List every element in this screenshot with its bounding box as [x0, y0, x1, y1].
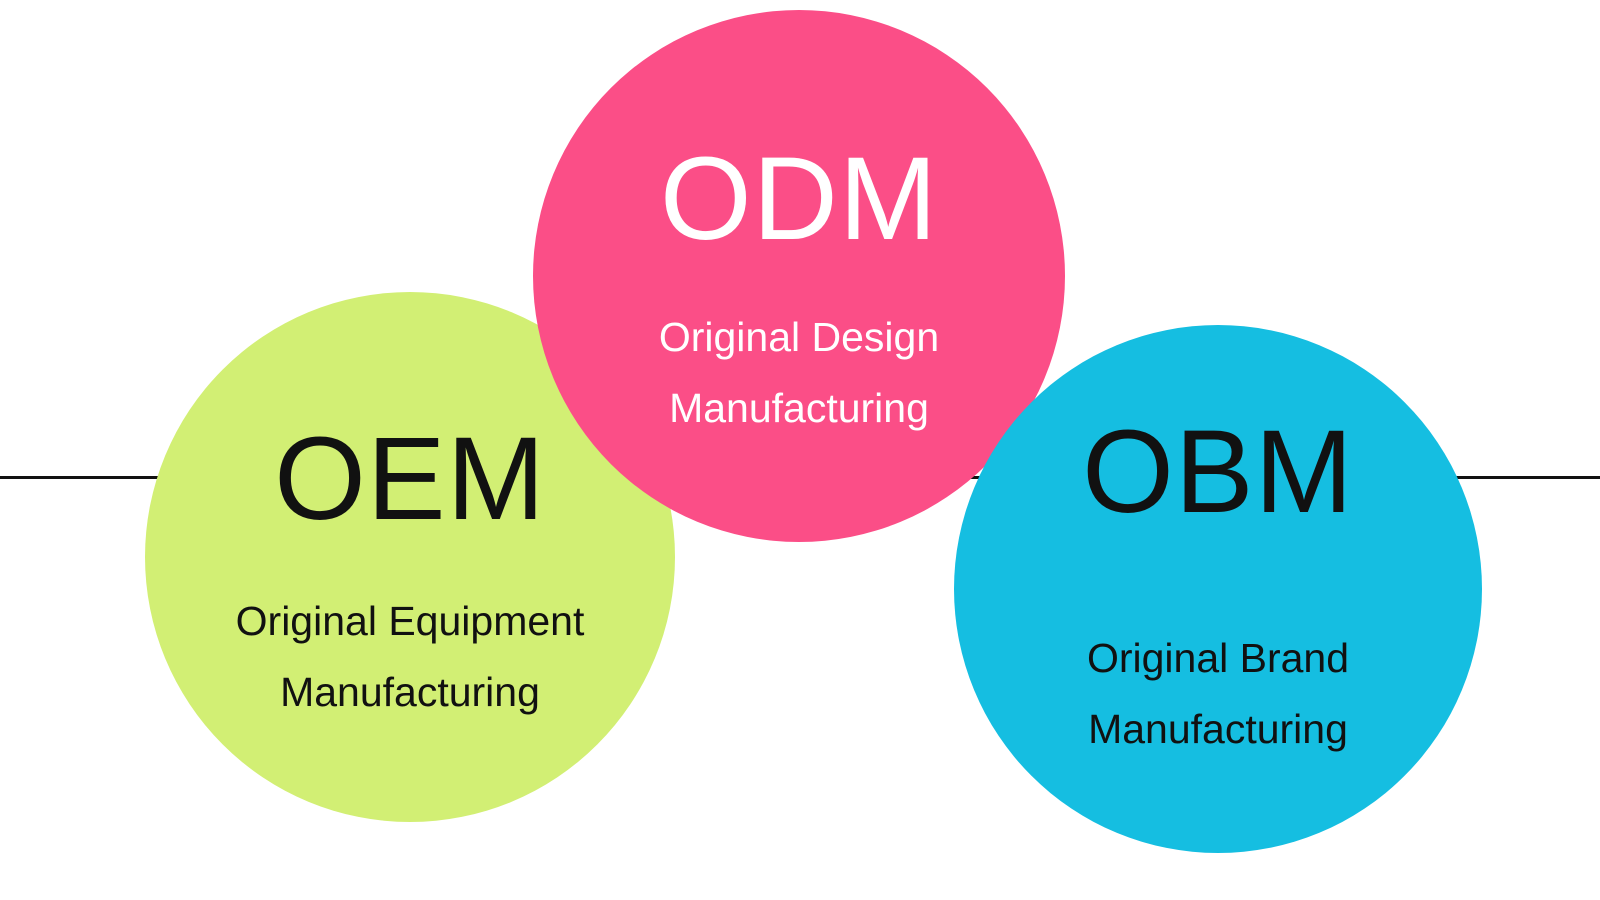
- circle-obm-subtitle-line1: Original Brand: [1086, 635, 1350, 681]
- circle-odm-acronym: ODM: [659, 133, 939, 265]
- circle-oem-subtitle-line2: Manufacturing: [280, 668, 540, 715]
- circle-odm-subtitle-line2: Manufacturing: [669, 384, 929, 431]
- circle-obm-subtitle-line2: Manufacturing: [1088, 705, 1348, 752]
- circle-obm-subtitle: Original Brand Manufacturing: [1087, 623, 1349, 764]
- circle-oem-subtitle-line1: Original Equipment: [235, 598, 585, 644]
- circle-oem-acronym: OEM: [274, 413, 546, 545]
- circle-oem-subtitle: Original Equipment Manufacturing: [236, 586, 585, 727]
- circle-odm[interactable]: ODM Original Design Manufacturing: [533, 10, 1065, 542]
- circle-odm-subtitle-line1: Original Design: [658, 314, 940, 360]
- circle-obm-acronym: OBM: [1082, 406, 1354, 538]
- circle-obm[interactable]: OBM Original Brand Manufacturing: [954, 325, 1482, 853]
- circle-odm-subtitle: Original Design Manufacturing: [659, 302, 939, 443]
